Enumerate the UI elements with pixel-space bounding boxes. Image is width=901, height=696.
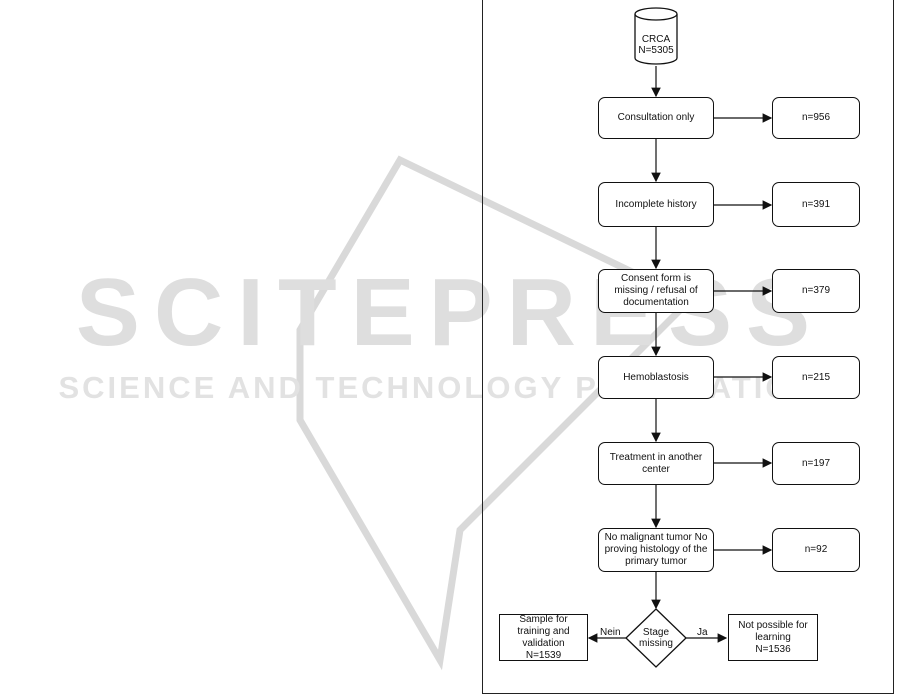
outcome-not-possible-count: N=1536 (755, 643, 791, 655)
outcome-training-count: N=1539 (525, 649, 562, 661)
watermark-logo (296, 155, 696, 671)
step-consultation-only: Consultation only (598, 97, 714, 139)
outcome-training-label: Sample for training and validation (517, 613, 570, 649)
excluded-incomplete-history: n=391 (772, 182, 860, 227)
step-no-malignant-tumor: No malignant tumor No proving histology … (598, 528, 714, 572)
step-consent-missing: Consent form is missing / refusal of doc… (598, 269, 714, 313)
step-incomplete-history: Incomplete history (598, 182, 714, 227)
start-label: CRCA (641, 34, 671, 45)
excluded-hemoblastosis: n=215 (772, 356, 860, 399)
figure-frame (482, 0, 894, 694)
excluded-treatment-another-center: n=197 (772, 442, 860, 485)
outcome-training-sample: Sample for training and validation N=153… (499, 614, 588, 661)
start-count: N=5305 (638, 45, 674, 56)
decision-no-label: Nein (600, 627, 621, 638)
outcome-not-possible-label: Not possible for learning (738, 619, 808, 643)
outcome-not-possible: Not possible for learning N=1536 (728, 614, 818, 661)
step-hemoblastosis: Hemoblastosis (598, 356, 714, 399)
start-database-cylinder (634, 7, 678, 65)
start-node-text: CRCA N=5305 (629, 34, 683, 56)
excluded-consent-missing: n=379 (772, 269, 860, 313)
excluded-consultation-only: n=956 (772, 97, 860, 139)
excluded-no-malignant-tumor: n=92 (772, 528, 860, 572)
decision-diamond (625, 608, 687, 668)
step-treatment-another-center: Treatment in another center (598, 442, 714, 485)
decision-yes-label: Ja (697, 627, 708, 638)
decision-label: Stage missing (639, 627, 673, 649)
